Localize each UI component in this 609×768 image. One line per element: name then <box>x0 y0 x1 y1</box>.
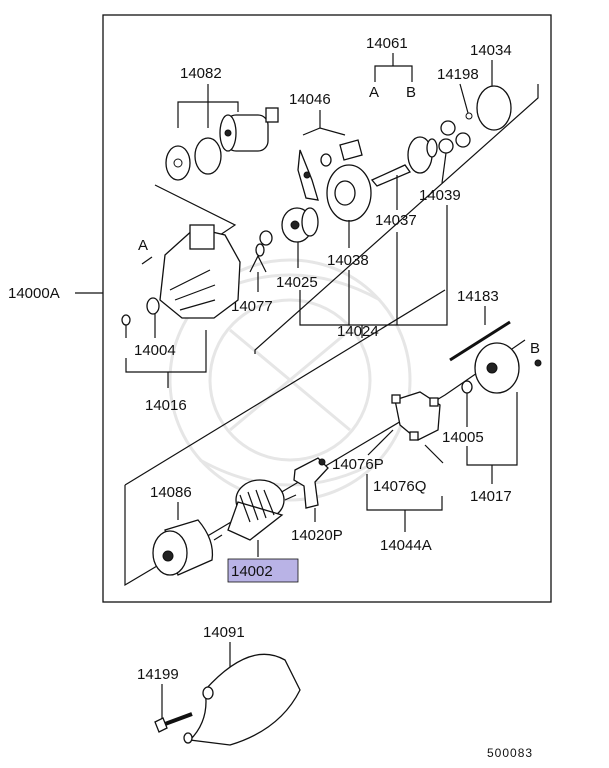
part-14199-bolt[interactable]: 14199 <box>137 666 193 733</box>
label-14016[interactable]: 14016 <box>145 397 187 414</box>
ref-A-top: A <box>369 84 379 101</box>
part-14025-pinion[interactable]: 14025 <box>276 207 319 291</box>
label-14199[interactable]: 14199 <box>137 666 179 683</box>
label-14005[interactable]: 14005 <box>442 429 484 446</box>
part-14034-ring[interactable]: 14034 <box>470 42 512 131</box>
part-14037-shaft[interactable]: 14037 <box>370 136 438 229</box>
part-14038-housing[interactable]: 14038 <box>326 164 372 269</box>
label-14039[interactable]: 14039 <box>419 187 461 204</box>
label-14024[interactable]: 14024 <box>337 323 379 340</box>
label-14076P[interactable]: 14076P <box>332 456 384 473</box>
label-14020P[interactable]: 14020P <box>291 527 343 544</box>
part-14046-lever[interactable]: 14046 <box>289 91 363 201</box>
part-14091-cover[interactable]: 14091 <box>183 624 301 746</box>
label-14086[interactable]: 14086 <box>150 484 192 501</box>
part-14020P-plate[interactable]: 14020P <box>291 457 343 544</box>
part-front-housing[interactable] <box>146 224 241 319</box>
label-14077[interactable]: 14077 <box>231 298 273 315</box>
part-14039-planetary-gears[interactable]: 14039 <box>419 120 471 204</box>
bolt-A[interactable]: A <box>138 237 153 265</box>
label-14046[interactable]: 14046 <box>289 91 331 108</box>
label-14044A[interactable]: 14044A <box>380 537 432 554</box>
highlight-14002 <box>227 558 299 583</box>
part-14061-callout: 14061 A B <box>366 35 416 101</box>
label-14038[interactable]: 14038 <box>327 252 369 269</box>
label-14091[interactable]: 14091 <box>203 624 245 641</box>
label-14037[interactable]: 14037 <box>375 212 417 229</box>
label-14002[interactable]: 14002 <box>231 563 273 580</box>
watermark-graphic <box>168 258 412 502</box>
label-14198[interactable]: 14198 <box>437 66 479 83</box>
label-14076Q[interactable]: 14076Q <box>373 478 426 495</box>
ref-A-bolt: A <box>138 237 148 254</box>
part-rear-bracket[interactable]: B 14005 14017 <box>442 340 542 505</box>
label-14034[interactable]: 14034 <box>470 42 512 59</box>
label-14061[interactable]: 14061 <box>366 35 408 52</box>
part-14082-solenoid[interactable]: 14082 <box>165 65 279 181</box>
label-14004[interactable]: 14004 <box>134 342 176 359</box>
main-frame <box>102 14 552 603</box>
part-14004-bushing[interactable]: 14004 14016 <box>121 314 207 414</box>
part-14086-yoke[interactable]: 14086 <box>150 484 214 576</box>
label-14082[interactable]: 14082 <box>180 65 222 82</box>
label-14000A[interactable]: 14000A <box>8 285 60 302</box>
part-14077-washer[interactable]: 14077 <box>231 230 273 315</box>
label-14017[interactable]: 14017 <box>470 488 512 505</box>
part-14002-armature[interactable] <box>213 479 297 557</box>
ref-B-screw: B <box>530 340 540 357</box>
part-14198-clip[interactable]: 14198 <box>437 66 479 120</box>
part-brush-holder[interactable]: 14076P 14076Q 14044A <box>332 391 444 554</box>
part-14024-callout: 14024 <box>299 205 448 340</box>
label-14183[interactable]: 14183 <box>457 288 499 305</box>
part-14183-through-bolt[interactable]: 14183 <box>449 288 511 362</box>
ref-B-top: B <box>406 84 416 101</box>
label-14025[interactable]: 14025 <box>276 274 318 291</box>
diagram-code: 500083 <box>487 746 533 760</box>
